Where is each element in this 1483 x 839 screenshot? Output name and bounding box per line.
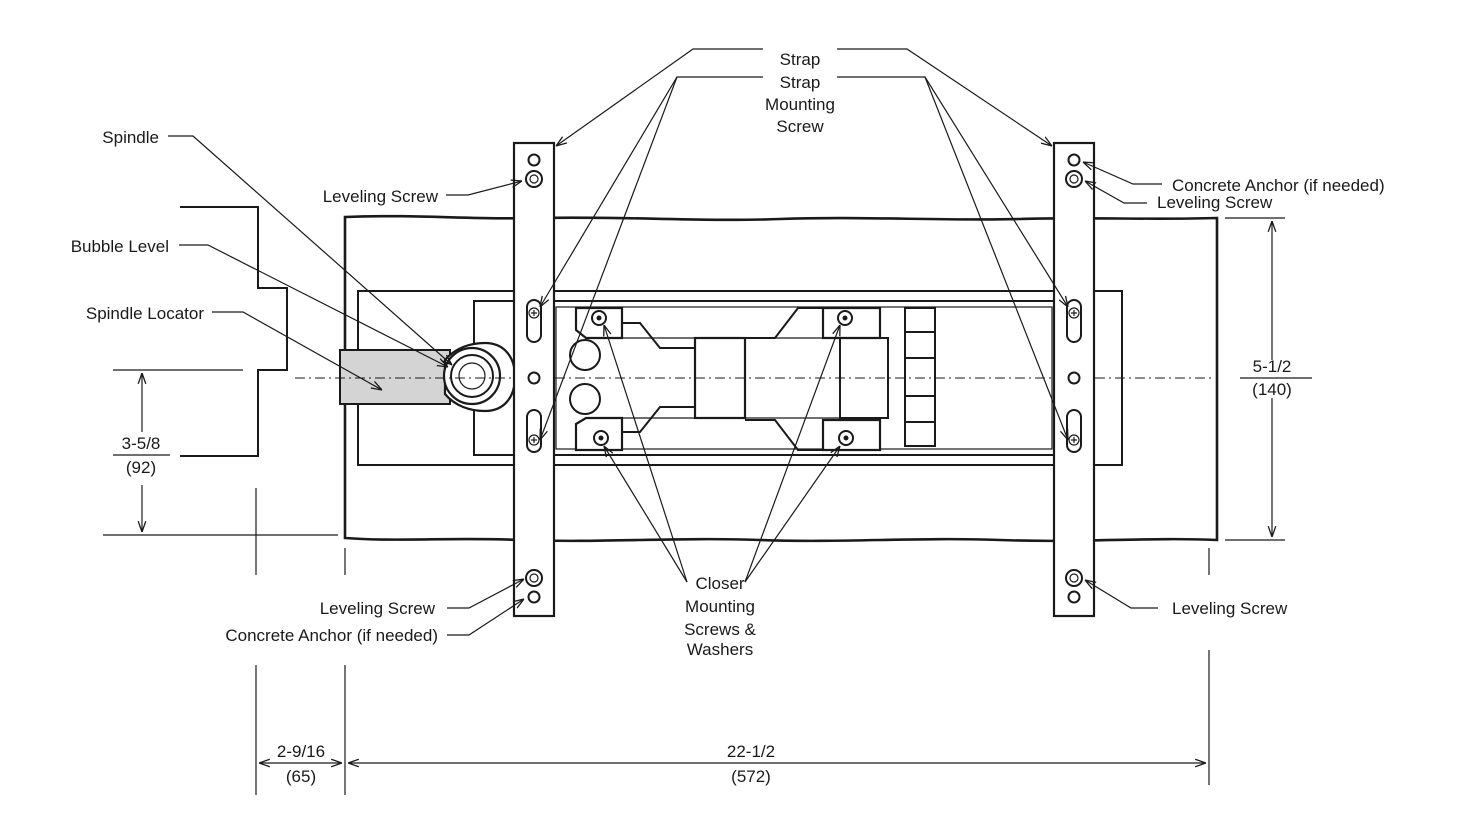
arm-lower-right <box>745 419 823 451</box>
center-hole-right <box>1067 371 1081 385</box>
label-concrete-anchor-top-right: Concrete Anchor (if needed) <box>1172 176 1385 195</box>
dim-22-1-2-mm: (572) <box>731 767 771 786</box>
label-spindle-locator: Spindle Locator <box>86 304 204 323</box>
strap-slot-upper-right <box>1066 299 1082 343</box>
closer-mounting-screw-ur <box>837 310 853 326</box>
dim-3-5-8-fraction: 3-5/8 <box>122 434 161 453</box>
label-strap: Strap <box>780 50 821 69</box>
dim-2-9-16-mm: (65) <box>286 767 316 786</box>
leveling-screw-bottom-right <box>1065 569 1083 587</box>
label-leveling-screw-bottom-right: Leveling Screw <box>1172 599 1288 618</box>
leveling-screw-top-right <box>1065 170 1083 188</box>
strap-slot-upper-left <box>526 299 542 343</box>
label-strap-mounting-screw-line1: Strap <box>780 73 821 92</box>
spring-stack <box>904 307 936 447</box>
leveling-screw-bottom-left <box>525 569 543 587</box>
mounting-block-ll <box>574 416 624 452</box>
leader-lines <box>168 48 1162 636</box>
leveling-screw-top-left <box>525 170 543 188</box>
concrete-anchor-hole-top-left <box>527 153 541 167</box>
door-frame-outline <box>180 206 288 457</box>
concrete-anchor-hole-bottom-right <box>1067 590 1081 604</box>
label-closer-line3: Screws & <box>684 620 756 639</box>
label-concrete-anchor-bottom-left: Concrete Anchor (if needed) <box>225 626 438 645</box>
label-closer-line2: Mounting <box>685 597 755 616</box>
port-circle-upper <box>569 339 601 371</box>
dim-3-5-8-mm: (92) <box>126 458 156 477</box>
mounting-block-ul <box>574 306 624 340</box>
concrete-anchor-hole-bottom-left <box>527 590 541 604</box>
label-spindle: Spindle <box>102 128 159 147</box>
strap-left <box>512 141 556 618</box>
dim-2-9-16-fraction: 2-9/16 <box>277 742 325 761</box>
label-bubble-level: Bubble Level <box>71 237 169 256</box>
label-strap-mounting-screw-line2: Mounting <box>765 95 835 114</box>
floor-pocket-outline <box>343 214 1219 543</box>
spindle-inner-ring <box>458 362 486 390</box>
closer-mounting-screw-lr <box>838 430 854 446</box>
label-closer-line4: Washers <box>687 640 753 659</box>
strap-right <box>1052 141 1096 618</box>
spindle-locator <box>339 349 451 405</box>
dim-5-1-2-mm: (140) <box>1252 380 1292 399</box>
center-hole-left <box>527 371 541 385</box>
label-leveling-screw-top-right: Leveling Screw <box>1157 193 1273 212</box>
label-leveling-screw-top-left: Leveling Screw <box>323 187 439 206</box>
dim-22-1-2-fraction: 22-1/2 <box>727 742 775 761</box>
mounting-block-ur <box>821 306 882 340</box>
label-closer-line1: Closer <box>695 574 744 593</box>
concrete-anchor-hole-top-right <box>1067 153 1081 167</box>
port-circle-lower <box>569 383 601 415</box>
closer-mounting-screw-ll <box>593 430 609 446</box>
arm-upper-right <box>745 307 823 339</box>
label-leveling-screw-bottom-left: Leveling Screw <box>320 599 436 618</box>
label-strap-mounting-screw-line3: Screw <box>776 117 824 136</box>
spindle-middle-ring <box>450 354 494 398</box>
dim-5-1-2-fraction: 5-1/2 <box>1253 357 1292 376</box>
closer-mounting-screw-ul <box>591 310 607 326</box>
dimension-lines <box>103 217 1312 795</box>
spindle-outer-ring <box>442 346 502 406</box>
